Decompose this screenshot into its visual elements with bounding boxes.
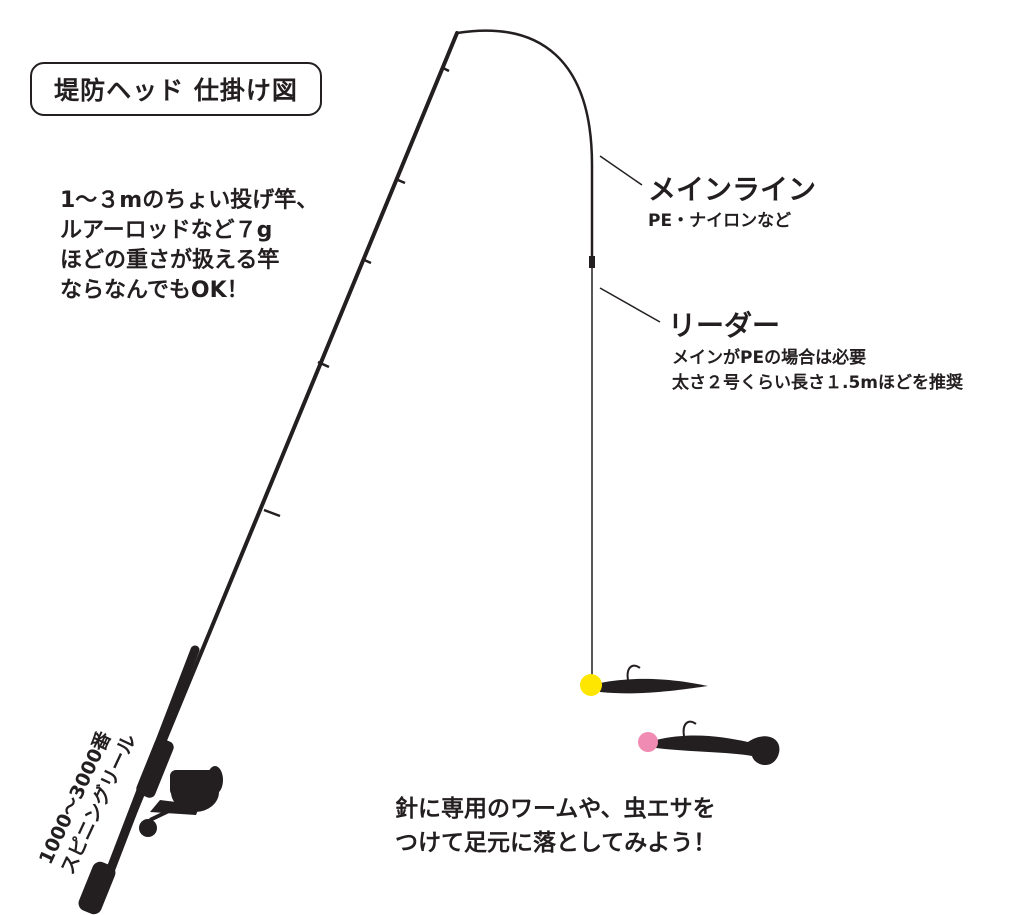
page-title: 堤防ヘッド 仕掛け図	[54, 76, 298, 105]
jighead-pink	[638, 732, 658, 752]
leader-note: メインがPEの場合は必要 太さ２号くらい長さ１.5mほどを推奨	[672, 346, 963, 396]
rod-note-line: 1〜３mのちょい投げ竿、	[60, 188, 319, 213]
jighead-yellow	[580, 674, 602, 696]
main-line	[456, 29, 594, 258]
bottom-note: 針に専用のワームや、虫エサを つけて足元に落としてみよう！	[395, 792, 716, 860]
spinning-reel-icon	[139, 766, 223, 837]
leader-pointer	[599, 287, 661, 323]
leader-heading: リーダー	[668, 309, 781, 342]
rod-guide	[397, 178, 406, 185]
rod-note-line: ならなんでもOK！	[60, 278, 249, 303]
rod-guide	[361, 257, 372, 265]
main-line-heading: メインライン	[648, 173, 817, 206]
jighead-rig-pink	[638, 720, 780, 766]
main-line-subtext: PE・ナイロンなど	[648, 211, 792, 231]
bottom-note-line: つけて足元に落としてみよう！	[395, 830, 717, 856]
line-knot	[589, 256, 595, 268]
rod-grip-lower	[78, 861, 116, 915]
rod-guide	[442, 66, 450, 73]
rod-note-line: ほどの重さが扱える竿	[60, 248, 280, 273]
jighead-rig-yellow	[580, 664, 708, 696]
leader-note-line: メインがPEの場合は必要	[672, 348, 867, 368]
bottom-note-line: 針に専用のワームや、虫エサを	[395, 796, 716, 822]
rod-guide	[317, 360, 330, 369]
rod-grip-upper	[136, 738, 174, 798]
title-box: 堤防ヘッド 仕掛け図	[30, 62, 322, 116]
rod-note-line: ルアーロッドなど７g	[60, 218, 273, 243]
rod-guides	[263, 66, 450, 518]
rod-guide	[263, 508, 281, 518]
rod-note: 1〜３mのちょい投げ竿、 ルアーロッドなど７g ほどの重さが扱える竿 ならなんで…	[60, 186, 318, 306]
leader-note-line: 太さ２号くらい長さ１.5mほどを推奨	[672, 373, 963, 393]
main-line-pointer	[599, 155, 643, 186]
